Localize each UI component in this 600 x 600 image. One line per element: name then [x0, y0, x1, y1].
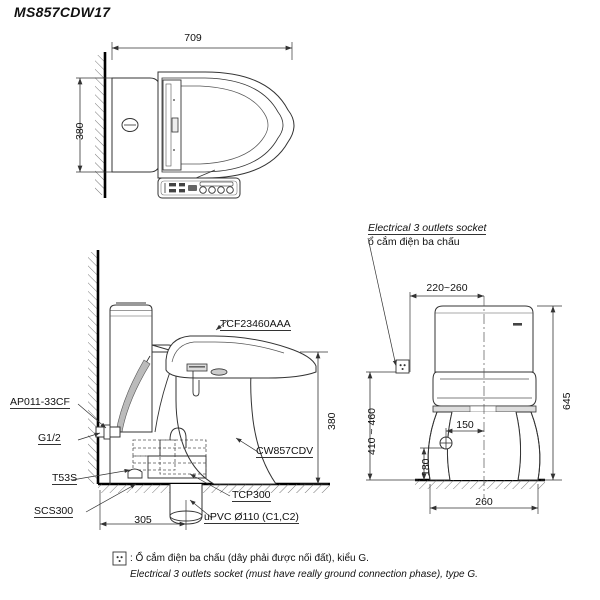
label-g1-2: G1/2 — [38, 432, 61, 445]
top-view-control-panel — [157, 177, 241, 199]
side-view-seat-unit — [165, 335, 317, 397]
dim-150 — [445, 428, 484, 438]
top-view-hinge-bracket — [162, 79, 182, 171]
socket-callout-vi: ổ cắm điện ba chấu — [368, 236, 460, 248]
side-view-angle-valve — [95, 424, 136, 440]
front-view-socket-symbol-icon — [395, 359, 410, 374]
dim-label-150: 150 — [456, 419, 474, 431]
side-view-tank — [109, 302, 153, 433]
socket-callout-en: Electrical 3 outlets socket — [368, 222, 487, 235]
dim-label-260: 260 — [475, 496, 493, 508]
top-view-wall — [95, 52, 107, 198]
socket-callout-leader — [367, 237, 397, 367]
dim-410-460 — [366, 371, 418, 481]
dim-220-260 — [409, 292, 484, 372]
side-view-bowl — [109, 344, 277, 485]
label-cw857cdv: CW857CDV — [256, 445, 314, 458]
top-view-group — [76, 42, 295, 199]
label-upvc-drain: uPVC Ø110 (C1,C2) — [204, 511, 299, 524]
side-view-floor — [98, 482, 330, 493]
front-view-floor — [415, 478, 545, 489]
side-view-group — [71, 250, 330, 530]
dim-380-top — [76, 77, 112, 173]
label-ap011-33cf: AP011-33CF — [10, 396, 70, 409]
dim-label-305: 305 — [134, 514, 152, 526]
top-view-flush-button-icon — [121, 118, 139, 132]
top-view-toilet-outline — [111, 71, 295, 179]
dim-645 — [537, 305, 562, 481]
label-t53s: T53S — [52, 472, 78, 485]
front-view-supply-inlet-icon — [439, 436, 453, 450]
dim-709 — [111, 42, 293, 60]
footnote-line-vi: : Ổ cắm điện ba chấu (dây phải được nối … — [130, 553, 369, 564]
dim-180 — [420, 447, 444, 480]
label-scs300: SCS300 — [34, 505, 74, 518]
dim-label-709: 709 — [184, 32, 202, 44]
side-view-connector-solid — [147, 427, 207, 479]
dim-label-645: 645 — [561, 392, 573, 410]
page-title: MS857CDW17 — [14, 4, 111, 20]
dim-305 — [99, 490, 187, 530]
dim-label-410-460: 410 ~ 460 — [366, 407, 378, 455]
label-tcp300: TCP300 — [232, 489, 271, 502]
dim-label-380-top: 380 — [74, 122, 86, 140]
dim-260 — [429, 484, 539, 514]
side-view-leaders — [71, 319, 259, 519]
front-view-seat-unit — [432, 371, 537, 413]
side-view-floor-flange — [127, 468, 143, 479]
footnote-socket-symbol-icon — [112, 551, 127, 566]
dim-label-180: 180 — [420, 458, 432, 476]
dim-label-220-260: 220~260 — [426, 282, 468, 294]
front-view-group — [366, 237, 562, 514]
dim-label-380-side: 380 — [326, 412, 338, 430]
dim-380-side — [300, 351, 328, 485]
footnote-line-en: Electrical 3 outlets socket (must have r… — [130, 569, 478, 580]
side-view-wall — [88, 250, 100, 484]
label-tcf23460aaa: TCF23460AAA — [220, 318, 291, 331]
